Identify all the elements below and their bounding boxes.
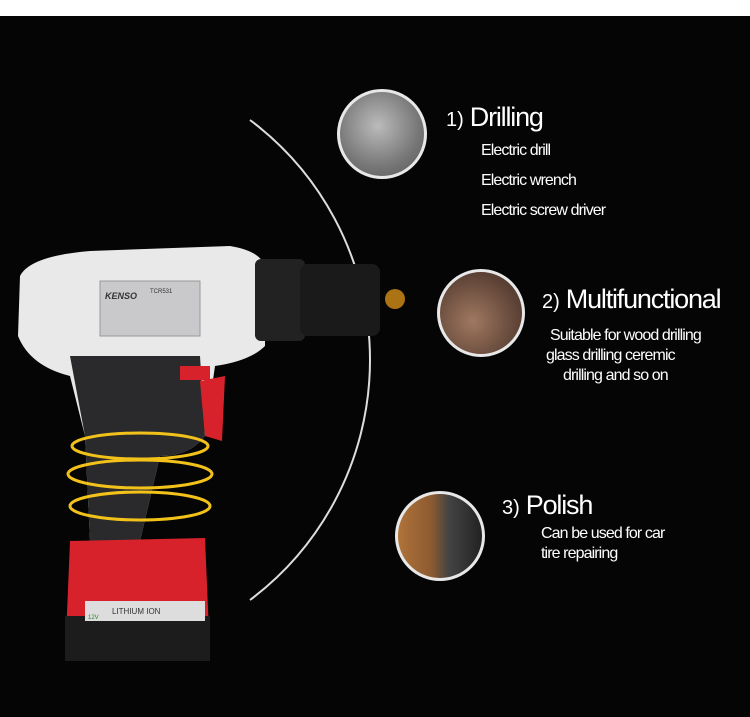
polish-thumbnail — [395, 491, 485, 581]
feature-3-line: tire repairing — [541, 545, 618, 562]
feature-3-number: 3) — [502, 497, 520, 519]
feature-1-heading: 1)Drilling — [446, 102, 544, 133]
feature-2-line: drilling and so on — [563, 367, 669, 384]
drill-grip — [70, 356, 205, 541]
multifunctional-thumbnail — [437, 269, 525, 357]
battery-label-strip — [85, 601, 205, 621]
torque-collar — [255, 259, 305, 341]
feature-1-line: Electric wrench — [481, 172, 577, 189]
glow — [385, 289, 405, 309]
battery-base — [65, 616, 210, 661]
label-plate — [99, 280, 201, 337]
feature-1-line: Electric drill — [481, 142, 551, 159]
trigger — [180, 366, 210, 380]
feature-2-title: Multifunctional — [565, 284, 722, 314]
glow-rings — [66, 431, 214, 522]
feature-1-title: Drilling — [469, 102, 544, 132]
drill-illustration: KENSO TCR531 LITHIUM ION 12V — [18, 119, 405, 661]
voltage-label: 12V — [88, 615, 99, 621]
chuck — [300, 264, 380, 336]
feature-2-line: glass drilling ceremic — [546, 347, 676, 364]
product-banner: KENSO TCR531 LITHIUM ION 12V 1)Drilling … — [0, 16, 750, 717]
feature-2-heading: 2)Multifunctional — [542, 284, 722, 315]
battery-label: LITHIUM ION — [112, 607, 161, 616]
feature-2-line: Suitable for wood drilling — [550, 327, 702, 344]
feature-1-line: Electric screw driver — [481, 202, 606, 219]
model-label: TCR531 — [150, 289, 173, 295]
feature-3-line: Can be used for car — [541, 525, 665, 542]
arc-line — [249, 119, 371, 601]
feature-3-heading: 3)Polish — [502, 490, 594, 521]
feature-1-number: 1) — [446, 109, 464, 131]
drilling-thumbnail — [337, 89, 427, 179]
brand-label: KENSO — [105, 291, 137, 301]
feature-3-title: Polish — [525, 490, 594, 520]
feature-2-number: 2) — [542, 291, 560, 313]
grip-accent — [200, 376, 225, 441]
